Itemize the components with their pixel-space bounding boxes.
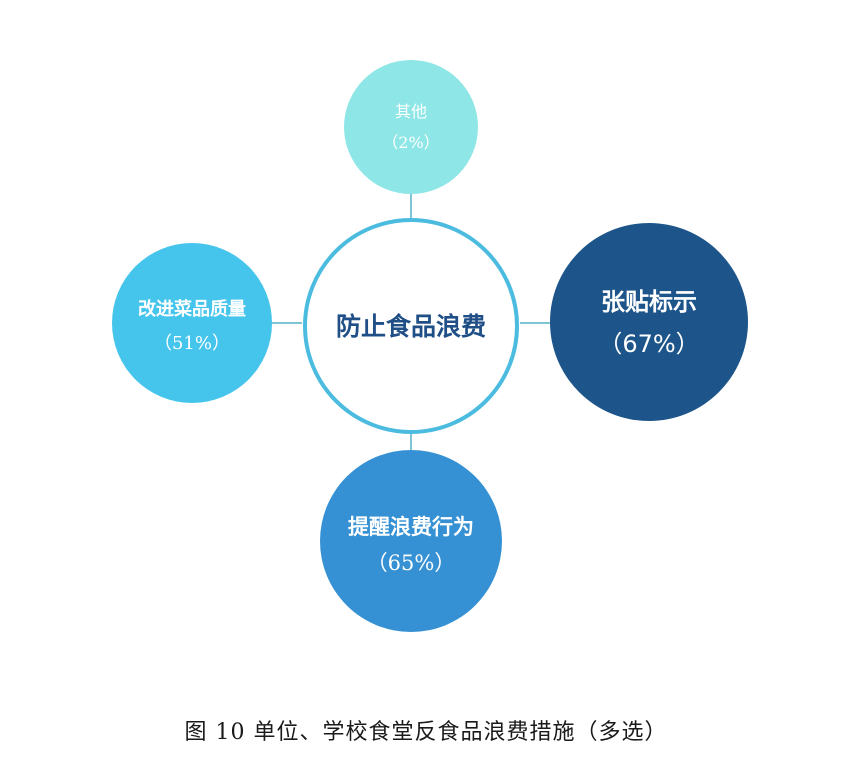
node-remind-waste: 提醒浪费行为 （65%） [320,450,502,632]
node-improve-dishes-percent: （51%） [154,333,230,354]
node-improve-dishes-name: 改进菜品质量 [138,298,246,320]
node-post-signs-percent: （67%） [598,330,699,358]
node-improve-dishes: 改进菜品质量 （51%） [112,243,272,403]
figure-caption: 图 10 单位、学校食堂反食品浪费措施（多选） [184,720,668,745]
node-remind-waste-name: 提醒浪费行为 [348,514,474,539]
node-remind-waste-circle [320,450,502,632]
connectors [272,194,550,450]
node-other: 其他 （2%） [344,60,478,194]
node-other-circle [344,60,478,194]
node-improve-dishes-circle [112,243,272,403]
node-post-signs-circle [550,223,748,421]
node-remind-waste-percent: （65%） [367,551,456,575]
node-other-name: 其他 [395,102,427,121]
node-post-signs: 张贴标示 （67%） [550,223,748,421]
center-circle [303,218,519,434]
node-other-percent: （2%） [382,133,439,152]
node-post-signs-name: 张贴标示 [601,288,697,316]
center-node: 防止食品浪费 [303,218,519,434]
center-label: 防止食品浪费 [336,312,486,341]
